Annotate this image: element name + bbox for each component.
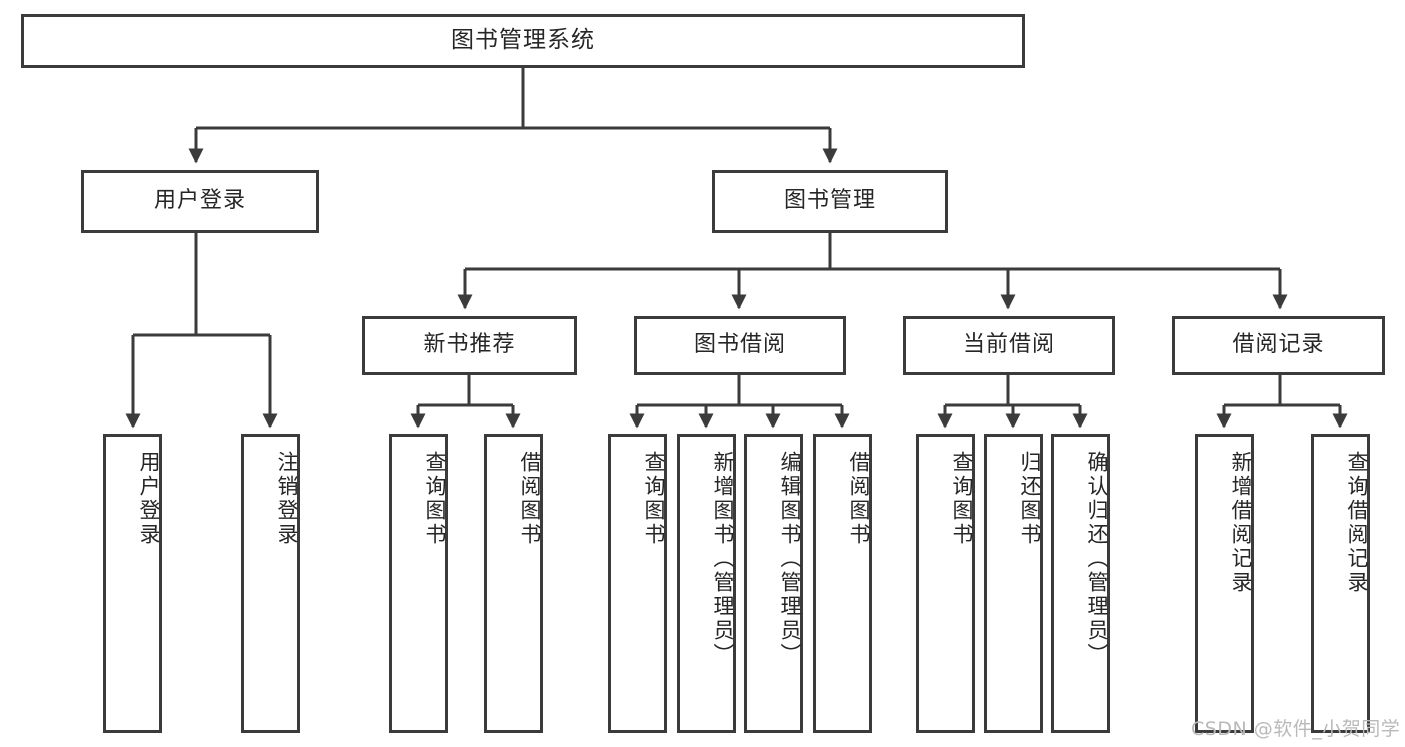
leaf-label: 查询图书 xyxy=(642,451,666,547)
leaf-user-login-login[interactable]: 用户登录 xyxy=(103,434,162,733)
node-new-book-recommend[interactable]: 新书推荐 xyxy=(362,316,577,375)
leaf-borrow-query-book[interactable]: 查询图书 xyxy=(608,434,667,733)
node-current-borrow[interactable]: 当前借阅 xyxy=(903,316,1115,375)
node-book-borrow[interactable]: 图书借阅 xyxy=(634,316,846,375)
leaf-label: 用户登录 xyxy=(137,451,161,547)
leaf-borrow-edit-book-admin[interactable]: 编辑图书（管理员） xyxy=(744,434,803,733)
leaf-new-book-borrow-book[interactable]: 借阅图书 xyxy=(484,434,543,733)
leaf-label: 确认归还（管理员） xyxy=(1085,451,1109,667)
node-root-book-management-system[interactable]: 图书管理系统 xyxy=(21,14,1025,68)
leaf-label: 新增图书（管理员） xyxy=(711,451,735,667)
leaf-label: 查询图书 xyxy=(423,451,447,547)
leaf-label: 借阅图书 xyxy=(847,451,871,547)
node-book-management[interactable]: 图书管理 xyxy=(712,170,948,233)
node-borrow-record[interactable]: 借阅记录 xyxy=(1172,316,1385,375)
leaf-record-add-record[interactable]: 新增借阅记录 xyxy=(1195,434,1254,733)
leaf-record-query-record[interactable]: 查询借阅记录 xyxy=(1311,434,1370,733)
leaf-current-return-book[interactable]: 归还图书 xyxy=(984,434,1043,733)
leaf-label: 查询图书 xyxy=(950,451,974,547)
leaf-current-query-book[interactable]: 查询图书 xyxy=(916,434,975,733)
leaf-label: 注销登录 xyxy=(275,451,299,547)
leaf-label: 新增借阅记录 xyxy=(1229,451,1253,595)
leaf-borrow-add-book-admin[interactable]: 新增图书（管理员） xyxy=(677,434,736,733)
leaf-borrow-borrow-book[interactable]: 借阅图书 xyxy=(813,434,872,733)
watermark-csdn: CSDN @软件_小贺同学 xyxy=(1191,718,1401,740)
leaf-label: 归还图书 xyxy=(1018,451,1042,547)
leaf-current-confirm-return-admin[interactable]: 确认归还（管理员） xyxy=(1051,434,1110,733)
leaf-label: 查询借阅记录 xyxy=(1345,451,1369,595)
leaf-user-login-logout[interactable]: 注销登录 xyxy=(241,434,300,733)
leaf-label: 借阅图书 xyxy=(518,451,542,547)
leaf-label: 编辑图书（管理员） xyxy=(778,451,802,667)
node-user-login[interactable]: 用户登录 xyxy=(81,170,319,233)
leaf-new-book-query-book[interactable]: 查询图书 xyxy=(389,434,448,733)
